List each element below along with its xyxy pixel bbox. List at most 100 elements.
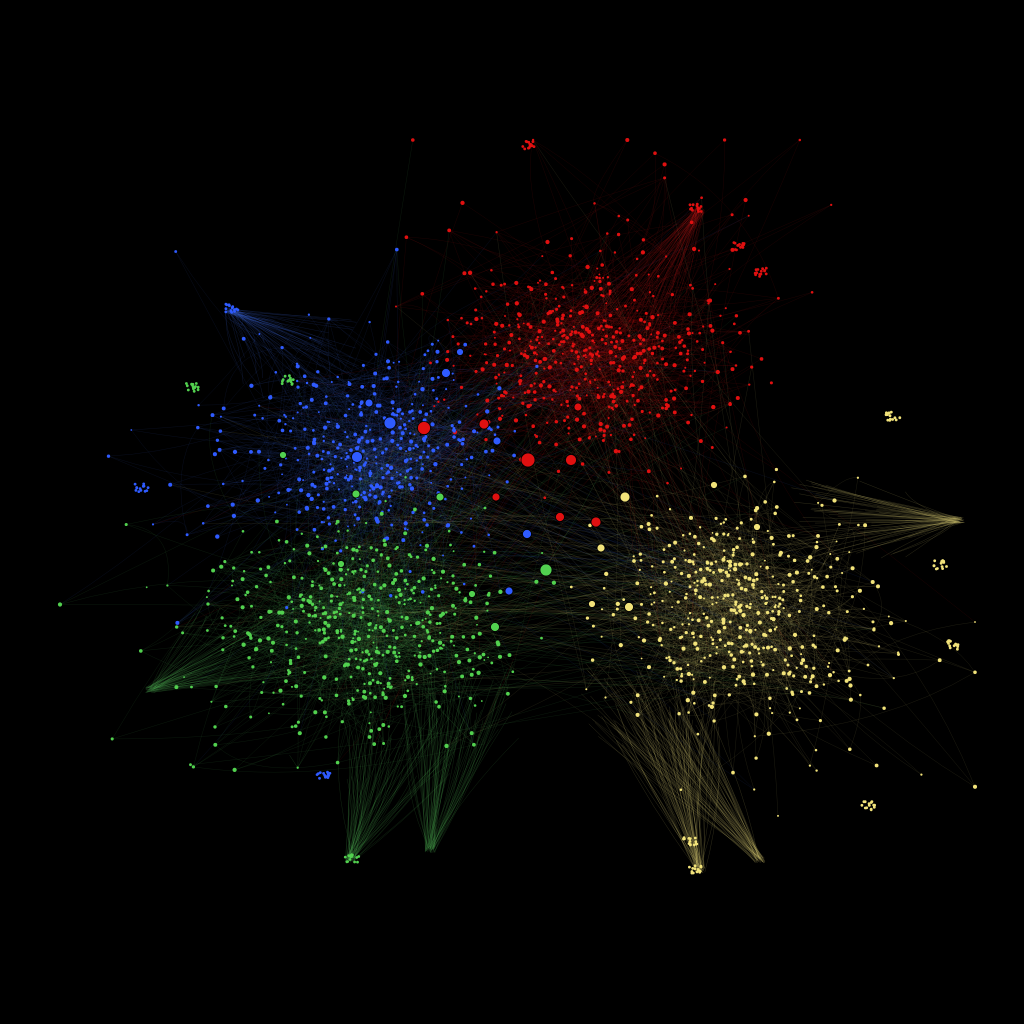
blue-node xyxy=(373,371,378,376)
blue-node xyxy=(458,438,462,443)
red-edge xyxy=(525,325,602,416)
red-node xyxy=(662,333,667,338)
red-edge xyxy=(534,303,607,393)
blue-node xyxy=(426,455,430,459)
red-edge xyxy=(592,339,613,409)
red-edge xyxy=(447,346,660,367)
red-node xyxy=(588,346,592,350)
red-edge xyxy=(461,354,538,533)
blue-node xyxy=(345,394,350,398)
red-edge xyxy=(528,342,723,407)
red-node xyxy=(614,403,619,408)
blue-node xyxy=(435,349,440,354)
red-edge xyxy=(570,274,649,317)
red-node xyxy=(614,330,619,334)
red-edge xyxy=(519,314,774,577)
red-edge xyxy=(599,274,650,297)
red-node xyxy=(632,433,636,437)
blue-node xyxy=(221,406,226,411)
red-edge xyxy=(654,152,779,299)
red-edge xyxy=(477,403,489,415)
red-edge xyxy=(600,414,692,434)
blue-edge xyxy=(301,484,383,495)
red-edge xyxy=(596,386,613,395)
red-node xyxy=(501,414,504,417)
red-edge xyxy=(503,379,596,399)
red-node xyxy=(580,324,585,329)
red-node xyxy=(600,263,604,267)
red-node xyxy=(538,341,541,345)
red-edge xyxy=(537,336,645,369)
red-node xyxy=(734,314,739,318)
red-node xyxy=(580,462,585,466)
red-node xyxy=(538,279,542,282)
red-edge xyxy=(586,306,705,363)
red-edge xyxy=(664,177,704,327)
red-node xyxy=(649,369,652,373)
red-edge xyxy=(485,439,819,537)
red-node xyxy=(505,302,510,306)
red-node xyxy=(493,336,496,339)
blue-node xyxy=(432,388,435,392)
red-node xyxy=(747,214,750,217)
red-node xyxy=(642,362,646,365)
red-edge xyxy=(452,336,534,427)
red-edge xyxy=(536,348,620,437)
blue-node xyxy=(430,342,434,346)
blue-node xyxy=(370,438,375,443)
red-edge xyxy=(537,336,687,389)
red-node xyxy=(650,351,655,356)
red-node xyxy=(492,330,496,334)
red-node xyxy=(613,251,617,254)
red-node xyxy=(638,317,643,322)
red-node xyxy=(595,311,600,316)
red-node xyxy=(664,406,668,411)
red-node xyxy=(615,308,619,311)
red-node xyxy=(719,314,722,317)
red-edge xyxy=(309,345,685,455)
red-edge xyxy=(464,273,573,293)
red-edge xyxy=(575,359,599,398)
red-node xyxy=(560,322,563,325)
blue-node xyxy=(336,472,339,476)
blue-node xyxy=(535,364,539,369)
red-node xyxy=(698,331,702,335)
red-node xyxy=(541,255,544,258)
blue-node xyxy=(330,476,334,479)
red-edge xyxy=(502,393,613,416)
red-edge xyxy=(616,309,667,409)
red-edge xyxy=(616,331,665,347)
red-node xyxy=(598,279,602,284)
red-edge xyxy=(340,285,573,632)
blue-node xyxy=(312,527,317,532)
blue-node xyxy=(385,463,390,468)
red-node xyxy=(633,298,636,302)
red-edge xyxy=(516,282,686,561)
red-edge xyxy=(462,202,585,290)
red-edge xyxy=(627,358,663,403)
red-edge xyxy=(633,340,662,646)
red-edge xyxy=(556,391,622,445)
red-node xyxy=(637,388,640,391)
blue-node xyxy=(263,466,267,470)
red-edge xyxy=(534,291,611,393)
red-edge xyxy=(547,362,561,423)
blue-edge xyxy=(180,427,198,535)
red-node xyxy=(656,313,660,317)
red-edge xyxy=(504,288,564,393)
red-edge xyxy=(585,256,667,356)
red-edge xyxy=(586,300,709,351)
red-edge xyxy=(498,374,692,416)
red-node xyxy=(598,421,603,427)
red-edge xyxy=(537,282,547,344)
red-edge xyxy=(354,377,497,598)
red-node xyxy=(479,295,483,299)
blue-edge xyxy=(310,337,374,387)
red-edge xyxy=(447,319,500,409)
red-node xyxy=(830,203,833,207)
red-edge xyxy=(535,199,746,348)
red-node xyxy=(759,357,764,361)
red-node xyxy=(601,438,605,443)
red-node xyxy=(616,368,621,373)
red-node xyxy=(641,338,646,342)
